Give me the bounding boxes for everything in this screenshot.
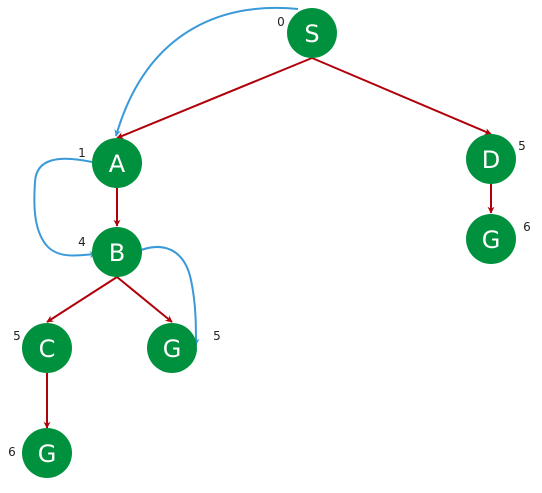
search-path-a-b <box>33 157 97 259</box>
tree-edge-b-g <box>116 276 173 323</box>
search-path-s-a <box>114 6 299 137</box>
node-b-cost: 4 <box>78 235 86 249</box>
node-b-circle <box>92 227 142 277</box>
node-b: B 4 <box>78 227 142 277</box>
node-s: S 0 <box>277 8 337 58</box>
node-g-under-c: G 6 <box>8 428 72 478</box>
node-g-under-d: G 6 <box>466 214 531 264</box>
node-a-circle <box>92 138 142 188</box>
node-g-under-d-label: G <box>482 226 501 254</box>
search-path <box>33 6 299 346</box>
node-g-under-b-label: G <box>163 335 182 363</box>
node-a-cost: 1 <box>78 146 86 160</box>
node-c-circle <box>22 323 72 373</box>
tree-edge-b-c <box>46 276 118 323</box>
node-c: C 5 <box>13 323 72 373</box>
node-g-under-d-cost: 6 <box>523 220 531 234</box>
node-g-under-d-circle <box>466 214 516 264</box>
node-b-label: B <box>109 239 125 267</box>
search-path-b-g <box>140 245 200 346</box>
node-d-cost: 5 <box>518 139 526 153</box>
node-g-under-b: G 5 <box>147 323 221 373</box>
tree-edge-s-a <box>116 57 313 139</box>
node-g-under-c-label: G <box>38 440 57 468</box>
node-g-under-c-cost: 6 <box>8 445 16 459</box>
node-s-circle <box>287 8 337 58</box>
node-g-under-b-cost: 5 <box>213 329 221 343</box>
node-a: A 1 <box>78 138 142 188</box>
node-s-cost: 0 <box>277 15 285 29</box>
node-g-under-b-circle <box>147 323 197 373</box>
node-a-label: A <box>109 150 126 178</box>
tree-edge-s-d <box>311 57 492 135</box>
node-d: D 5 <box>466 134 526 184</box>
node-c-label: C <box>39 335 56 363</box>
node-d-circle <box>466 134 516 184</box>
node-s-label: S <box>304 20 319 48</box>
node-g-under-c-circle <box>22 428 72 478</box>
node-d-label: D <box>482 146 500 174</box>
node-c-cost: 5 <box>13 329 21 343</box>
tree-edges <box>43 57 495 429</box>
